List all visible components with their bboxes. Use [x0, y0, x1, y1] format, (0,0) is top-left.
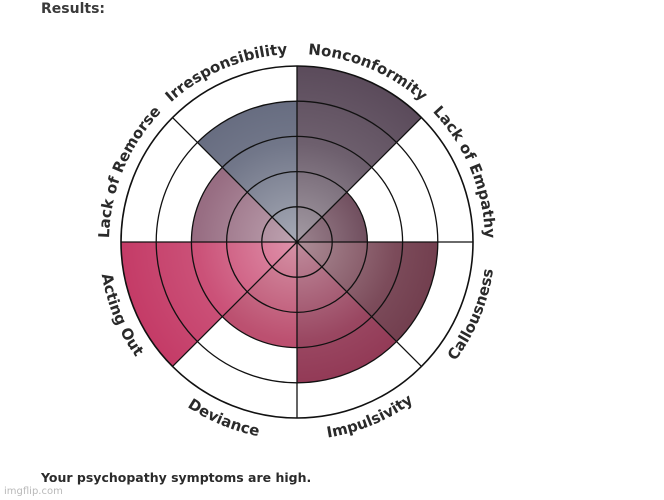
grid-spoke — [296, 241, 422, 367]
results-heading: Results: — [41, 1, 105, 17]
grid-spoke — [172, 117, 298, 243]
category-label: Lack of Empathy — [430, 102, 499, 239]
grid-spoke — [172, 241, 298, 367]
category-label: Irresponsibility — [162, 40, 288, 105]
grid-spoke — [296, 117, 422, 243]
grid-layer — [120, 65, 474, 419]
category-label: Impulsivity — [325, 390, 416, 441]
category-label: Lack of Remorse — [95, 102, 164, 238]
category-label: Callousness — [444, 267, 497, 363]
watermark: imgflip.com — [4, 486, 63, 497]
summary-text: Your psychopathy symptoms are high. — [41, 470, 312, 485]
